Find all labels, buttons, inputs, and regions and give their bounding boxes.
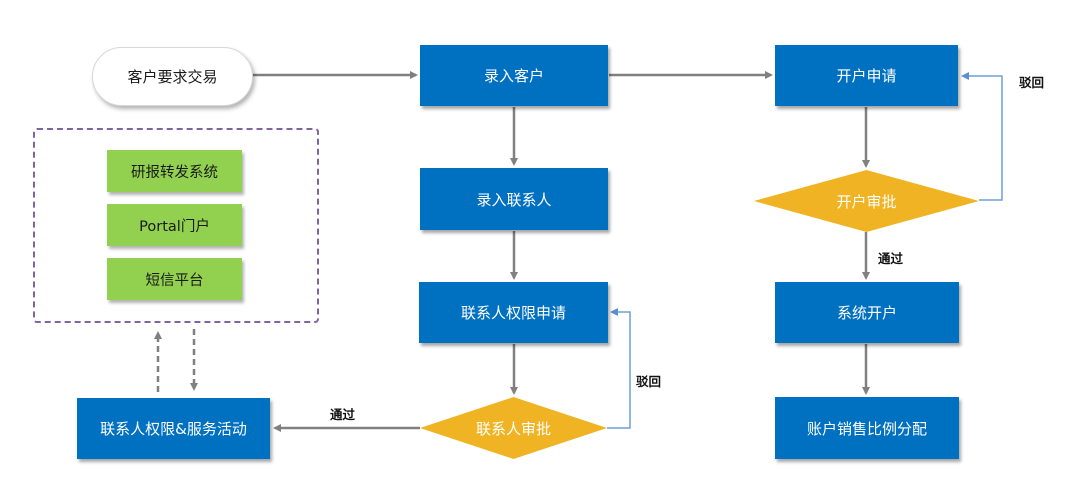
systems-group-item[interactable]: Portal门户 xyxy=(107,204,242,246)
diamond-shape xyxy=(420,397,607,459)
account-pass-label: 通过 xyxy=(878,251,904,266)
system-open-node[interactable]: 系统开户 xyxy=(775,282,959,343)
arrow-account-approval-reject xyxy=(961,72,1003,201)
systems-group-item[interactable]: 短信平台 xyxy=(107,258,242,300)
start-node-label: 客户要求交易 xyxy=(127,68,218,86)
account-apply-node[interactable]: 开户申请 xyxy=(775,45,958,106)
sales-ratio-node[interactable]: 账户销售比例分配 xyxy=(775,397,959,459)
enter-customer-node[interactable]: 录入客户 xyxy=(420,45,608,106)
system-open-label: 系统开户 xyxy=(836,304,897,322)
start-node[interactable]: 客户要求交易 xyxy=(92,47,253,106)
sales-ratio-label: 账户销售比例分配 xyxy=(806,419,927,438)
systems-group-item-label: 研报转发系统 xyxy=(131,164,218,181)
contact-approval-decision[interactable]: 联系人审批 xyxy=(420,397,607,459)
contact-service-node[interactable]: 联系人权限&服务活动 xyxy=(77,398,270,459)
enter-contact-label: 录入联系人 xyxy=(476,190,552,209)
account-reject-label: 驳回 xyxy=(1019,75,1045,90)
diamond-shape xyxy=(754,170,979,232)
contact-permission-apply-label: 联系人权限申请 xyxy=(460,304,566,322)
systems-group-item-label: 短信平台 xyxy=(145,272,204,289)
enter-contact-node[interactable]: 录入联系人 xyxy=(420,168,608,230)
contact-permission-apply-node[interactable]: 联系人权限申请 xyxy=(419,282,608,343)
account-apply-label: 开户申请 xyxy=(836,67,897,85)
contact-approval-label: 联系人审批 xyxy=(475,419,551,438)
account-approval-decision[interactable]: 开户审批 xyxy=(754,170,979,232)
enter-customer-label: 录入客户 xyxy=(483,67,544,85)
contact-reject-label: 驳回 xyxy=(636,374,662,389)
arrow-contact-approval-reject xyxy=(607,308,631,429)
contact-pass-label: 通过 xyxy=(330,407,356,422)
account-approval-label: 开户审批 xyxy=(836,192,897,211)
systems-group xyxy=(33,128,319,323)
contact-service-label: 联系人权限&服务活动 xyxy=(100,420,247,438)
systems-group-item-label: Portal门户 xyxy=(139,218,210,235)
systems-group-item[interactable]: 研报转发系统 xyxy=(107,150,242,192)
